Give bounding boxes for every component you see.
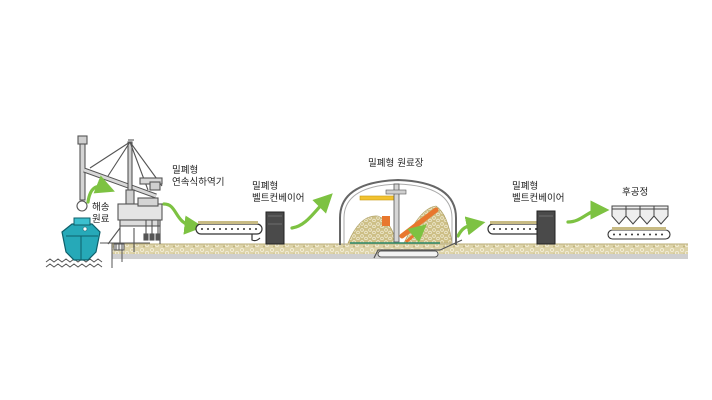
enclosed-yard-icon (339, 178, 463, 259)
label-line: 해송 (92, 202, 110, 213)
label-line: 밀폐형 (512, 181, 539, 192)
label-line: 밀폐형 (252, 181, 279, 192)
continuous-unloader-icon (76, 135, 163, 252)
arrow-conveyor2-to-post-icon (566, 200, 610, 224)
label-enclosed-yard: 밀폐형 원료장 (368, 158, 423, 170)
label-belt-conveyor-2: 밀폐형 벨트컨베이어 (512, 181, 564, 205)
label-belt-conveyor-1: 밀폐형 벨트컨베이어 (252, 181, 304, 205)
belt-conveyor-2-icon (487, 210, 556, 245)
post-process-hoppers-icon (607, 205, 671, 240)
arrow-ship-to-unloader-icon (86, 175, 115, 204)
belt-conveyor-1-icon (195, 211, 285, 245)
label-line: 후공정 (622, 187, 649, 198)
flow-arrows (86, 175, 610, 238)
label-continuous-unloader: 밀폐형 연속식하역기 (172, 165, 224, 189)
arrow-yard-to-conveyor-icon (456, 216, 486, 238)
label-post-process: 후공정 (622, 187, 648, 199)
label-line: 벨트컨베이어 (512, 193, 565, 204)
label-ship-material: 해송 원료 (92, 202, 109, 226)
label-line: 벨트컨베이어 (252, 193, 305, 204)
arrow-conveyor-to-yard-icon (290, 193, 333, 230)
label-line: 원료 (92, 214, 110, 225)
label-line: 연속식하역기 (172, 177, 225, 188)
arrow-unloader-to-conveyor-icon (162, 202, 204, 235)
label-line: 밀폐형 원료장 (368, 158, 424, 169)
label-line: 밀폐형 (172, 165, 199, 176)
ship-icon (61, 217, 101, 261)
